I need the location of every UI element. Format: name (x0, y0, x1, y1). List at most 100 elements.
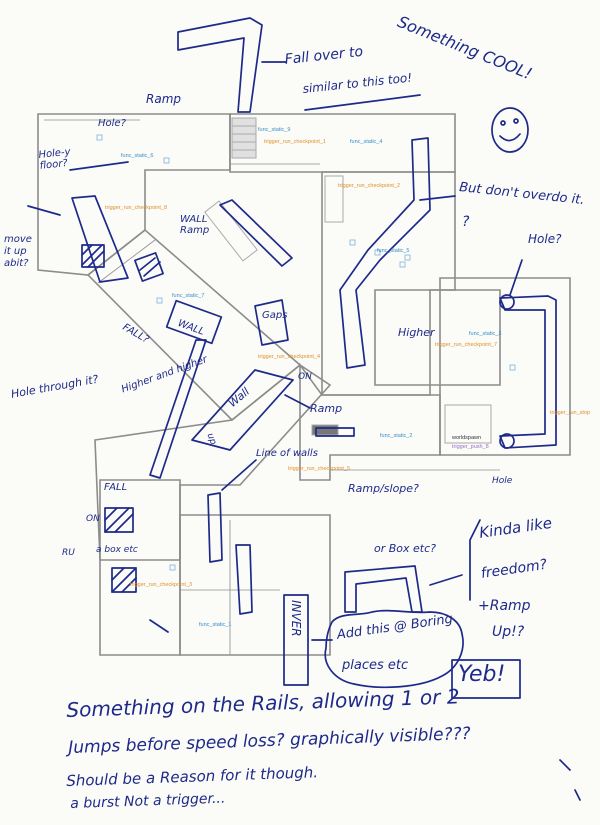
smiley-face (491, 107, 529, 153)
label-trigger-checkpoint-4: trigger_run_checkpoint_4 (258, 354, 321, 360)
sketch-right-u (499, 295, 557, 449)
sketch-hatched-block (81, 244, 105, 268)
note-q-mark: ? (462, 214, 470, 230)
strip-bottom-right (299, 362, 441, 481)
room-top-left (37, 113, 231, 276)
note-gaps: Gaps (262, 310, 288, 321)
arrow-ramp-mid (284, 394, 311, 409)
note-fall-bottom: FALL (104, 482, 128, 493)
room-mid-right (374, 289, 501, 386)
hatch (139, 257, 161, 277)
note-move-it-up: move it up abit? (4, 234, 32, 269)
sketch-top-ramp (177, 17, 263, 113)
floor-plan (37, 113, 571, 656)
hole-marker (499, 433, 515, 449)
label-trigger-run-stop: trigger_run_stop (550, 410, 591, 416)
room-far-right (439, 277, 571, 456)
entity-cube (399, 261, 406, 268)
hole-marker (499, 294, 515, 310)
sketch-line-of-walls (207, 492, 223, 563)
sketch-wall-box (165, 299, 223, 345)
smiley-mouth (499, 133, 521, 142)
note-hole-q: Hole? (98, 118, 126, 129)
entity-cube (163, 157, 170, 164)
label-func-static-6: func_static_6 (121, 153, 154, 159)
note-hole-right: Hole? (528, 232, 562, 246)
sketch-wall-ramp-block (219, 199, 293, 267)
note-a-box-etc: a box etc (96, 545, 138, 555)
entity-cube (509, 364, 516, 371)
label-trigger-checkpoint-8: trigger_run_checkpoint_8 (105, 205, 168, 211)
note-or-box-etc: or Box etc? (374, 542, 436, 555)
label-func-static-2: func_static_2 (380, 433, 413, 439)
note-yeb: Yeb! (458, 662, 506, 687)
arrow-hole-y (69, 161, 129, 171)
yeb-box (451, 659, 521, 699)
entity-cube (404, 254, 411, 261)
label-trigger-checkpoint-7: trigger_run_checkpoint_7 (435, 342, 498, 348)
inver-box (283, 594, 309, 686)
cloud-add-this (324, 609, 464, 689)
smiley-eye (513, 118, 519, 124)
label-worldspawn: worldspawn (452, 435, 482, 441)
smiley-eye (500, 120, 506, 126)
label-func-static-9: func_static_9 (258, 127, 291, 133)
sketch-bracket (344, 565, 423, 613)
label-trigger-checkpoint-3: trigger_run_checkpoint_3 (130, 582, 193, 588)
sketch-gaps-box (254, 299, 289, 346)
hatch (104, 507, 134, 533)
note-ru: RU (62, 548, 75, 558)
arrow-line-of-walls (221, 459, 257, 491)
label-func-static-7: func_static_7 (172, 293, 205, 299)
note-up-q: Up!? (492, 624, 525, 640)
entity-cube (96, 134, 103, 141)
hatch (81, 244, 105, 268)
floor-details (204, 117, 492, 444)
room-right-vertical (321, 171, 456, 396)
label-func-static-4: func_static_4 (350, 139, 383, 145)
scribble-bottom (559, 759, 581, 801)
ink-drawings (27, 17, 581, 801)
sketch-slope-slab (315, 427, 355, 437)
arrow-left-move (27, 205, 61, 216)
sketch-small-ramp (134, 252, 164, 282)
entity-cube (156, 297, 163, 304)
note-line-of-walls: Line of walls (256, 448, 318, 459)
label-trigger-push-8: trigger_push_8 (452, 444, 489, 450)
label-trigger-checkpoint-1: trigger_run_checkpoint_1 (264, 139, 327, 145)
note-wall-ramp: WALL Ramp (180, 214, 210, 236)
arrow-hole-right (509, 259, 523, 296)
sketch-small-bar (149, 619, 169, 633)
label-func-static-3: func_static_3 (469, 331, 502, 337)
entity-cube (349, 239, 356, 246)
sketch-left-slab (71, 195, 129, 283)
note-places-etc: places etc (342, 658, 409, 673)
room-ramp (94, 364, 332, 561)
ramp-block-center (204, 200, 258, 262)
room-bottom-center (179, 514, 331, 656)
sketch-s-ramp (339, 137, 431, 369)
wall-diagonal-inner (97, 239, 156, 284)
arrow-similar (304, 94, 421, 111)
entity-markers (96, 134, 516, 571)
stair-block (231, 117, 257, 159)
hatch (111, 567, 137, 593)
slab-right (324, 175, 344, 223)
slab-mid-bottom (311, 424, 339, 436)
note-on: ON (86, 514, 100, 524)
bracket-right-kinda (469, 519, 481, 601)
slab-bottom-right (444, 404, 492, 444)
note-ramp-top: Ramp (146, 92, 181, 106)
label-func-static-1: func_static_1 (199, 622, 232, 628)
label-trigger-checkpoint-2: trigger_run_checkpoint_2 (338, 183, 401, 189)
sketch-long-ramp (149, 339, 207, 479)
note-ramp-mid: Ramp (310, 402, 343, 415)
note-higher: Higher (398, 326, 435, 339)
sketch-big-wall (191, 369, 294, 451)
note-inver: INVER (289, 600, 303, 637)
note-ramp-plus: +Ramp (478, 598, 531, 614)
arrow-bracket (429, 574, 463, 586)
label-func-static-5: func_static_5 (377, 248, 410, 254)
label-trigger-checkpoint-5: trigger_run_checkpoint_5 (288, 466, 351, 472)
